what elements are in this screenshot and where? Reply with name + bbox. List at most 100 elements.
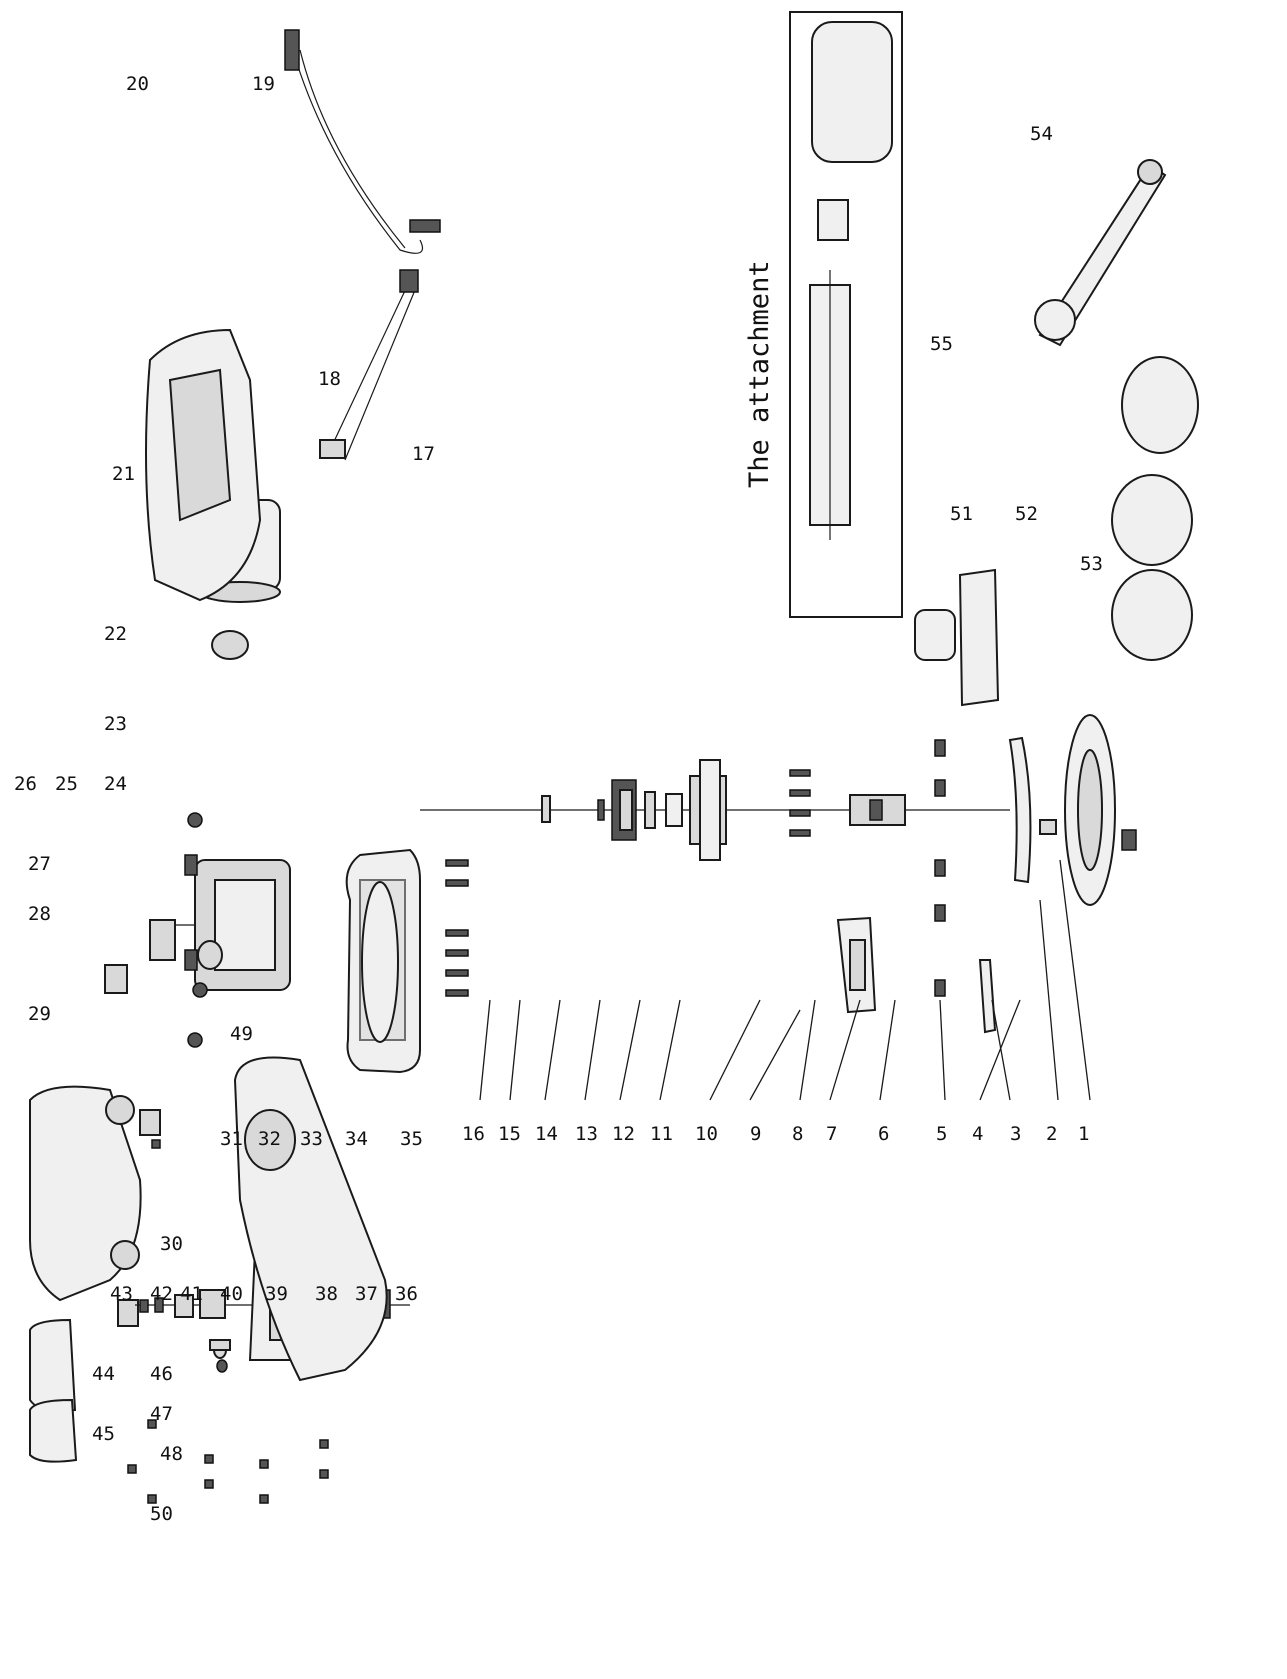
lock-knob-part — [1039, 819, 1057, 835]
callout-51: 51 — [950, 503, 973, 525]
backing-pad-part — [958, 568, 1000, 707]
bearing-ring-part — [541, 795, 551, 823]
bevel-gear-part — [611, 779, 637, 841]
attachment-sleeve-part — [817, 199, 849, 241]
pad-plate-part — [978, 959, 997, 1034]
callout-40: 40 — [220, 1283, 243, 1305]
callout-23: 23 — [104, 713, 127, 735]
callout-46: 46 — [150, 1363, 173, 1385]
handle-housing-part — [145, 328, 262, 602]
brush-plate-part — [149, 919, 176, 961]
washer-part — [644, 791, 656, 829]
callout-53: 53 — [1080, 553, 1103, 575]
sanding-sheet-2-part — [1111, 474, 1193, 566]
callout-19: 19 — [252, 73, 275, 95]
callout-42: 42 — [150, 1283, 173, 1305]
callout-52: 52 — [1015, 503, 1038, 525]
spanner-wrench-part — [1034, 159, 1167, 347]
sanding-sheet-1-part — [1111, 569, 1193, 661]
callout-18: 18 — [318, 368, 341, 390]
bearing-40-part — [199, 1289, 226, 1319]
callout-25: 25 — [55, 773, 78, 795]
callout-5: 5 — [936, 1123, 947, 1145]
power-cord-part — [284, 29, 441, 254]
armature-part — [194, 859, 291, 991]
callout-16: 16 — [462, 1123, 485, 1145]
callout-32: 32 — [258, 1128, 281, 1150]
callout-54: 54 — [1030, 123, 1053, 145]
pad-adapter-part — [914, 609, 956, 661]
callout-43: 43 — [110, 1283, 133, 1305]
sanding-sheet-3-part — [1121, 356, 1199, 454]
coupling-41-part — [174, 1294, 194, 1318]
guard-ring-part — [1008, 736, 1032, 884]
small-fittings-part — [209, 1339, 231, 1373]
callout-14: 14 — [535, 1123, 558, 1145]
callout-labels: 1 2 3 4 5 6 7 8 9 10 11 12 13 14 15 16 1… — [14, 73, 1103, 1525]
callout-21: 21 — [112, 463, 135, 485]
callout-50: 50 — [150, 1503, 173, 1525]
callout-55: 55 — [930, 333, 953, 355]
callout-7: 7 — [826, 1123, 837, 1145]
attachment-box — [789, 11, 903, 618]
switch-wire-part — [319, 269, 419, 461]
callout-20: 20 — [126, 73, 149, 95]
screws-50-part — [127, 1419, 329, 1504]
bearing-32-part — [192, 940, 223, 998]
rear-bearing-part — [211, 630, 249, 660]
washer-43-part — [139, 1299, 149, 1313]
callout-30: 30 — [160, 1233, 183, 1255]
top-handle-part — [29, 964, 142, 1327]
leader-lines — [479, 859, 1091, 1101]
callout-26: 26 — [14, 773, 37, 795]
cover-halves-part — [29, 1318, 78, 1463]
callout-1: 1 — [1078, 1123, 1089, 1145]
callout-49: 49 — [230, 1023, 253, 1045]
sanding-disc-part — [1064, 714, 1116, 906]
callout-28: 28 — [28, 903, 51, 925]
callout-45: 45 — [92, 1423, 115, 1445]
housing-screws-part — [445, 859, 469, 997]
callout-35: 35 — [400, 1128, 423, 1150]
gear-casing-part — [233, 1056, 388, 1382]
bearing-blocks-part — [934, 739, 946, 997]
callout-48: 48 — [160, 1443, 183, 1465]
callout-9: 9 — [750, 1123, 761, 1145]
callout-37: 37 — [355, 1283, 378, 1305]
callout-22: 22 — [104, 623, 127, 645]
flange-screws-part — [789, 769, 811, 837]
gear-housing-part — [345, 848, 421, 1074]
end-cap-part — [1121, 829, 1137, 851]
callout-27: 27 — [28, 853, 51, 875]
callout-39: 39 — [265, 1283, 288, 1305]
needle-bearing-part — [665, 793, 683, 827]
callout-17: 17 — [412, 443, 435, 465]
callout-34: 34 — [345, 1128, 368, 1150]
callout-38: 38 — [315, 1283, 338, 1305]
callout-13: 13 — [575, 1123, 598, 1145]
callout-44: 44 — [92, 1363, 115, 1385]
callout-15: 15 — [498, 1123, 521, 1145]
clip-parts — [139, 1109, 161, 1149]
callout-36: 36 — [395, 1283, 418, 1305]
callout-12: 12 — [612, 1123, 635, 1145]
callout-4: 4 — [972, 1123, 983, 1145]
callout-11: 11 — [650, 1123, 673, 1145]
callout-33: 33 — [300, 1128, 323, 1150]
callout-24: 24 — [104, 773, 127, 795]
attachment-shaft-part — [809, 270, 851, 540]
brush-holders-part — [184, 812, 203, 1048]
callout-3: 3 — [1010, 1123, 1021, 1145]
callout-47: 47 — [150, 1403, 173, 1425]
callout-41: 41 — [180, 1283, 203, 1305]
callout-29: 29 — [28, 1003, 51, 1025]
ring-42-part — [154, 1297, 164, 1313]
spindle-flange-part — [689, 759, 727, 861]
callout-8: 8 — [792, 1123, 803, 1145]
callout-10: 10 — [695, 1123, 718, 1145]
side-cover-part — [836, 916, 877, 1014]
attachment-title: The attachment — [744, 260, 775, 488]
attachment-cylinder-part — [811, 21, 893, 163]
callout-31: 31 — [220, 1128, 243, 1150]
